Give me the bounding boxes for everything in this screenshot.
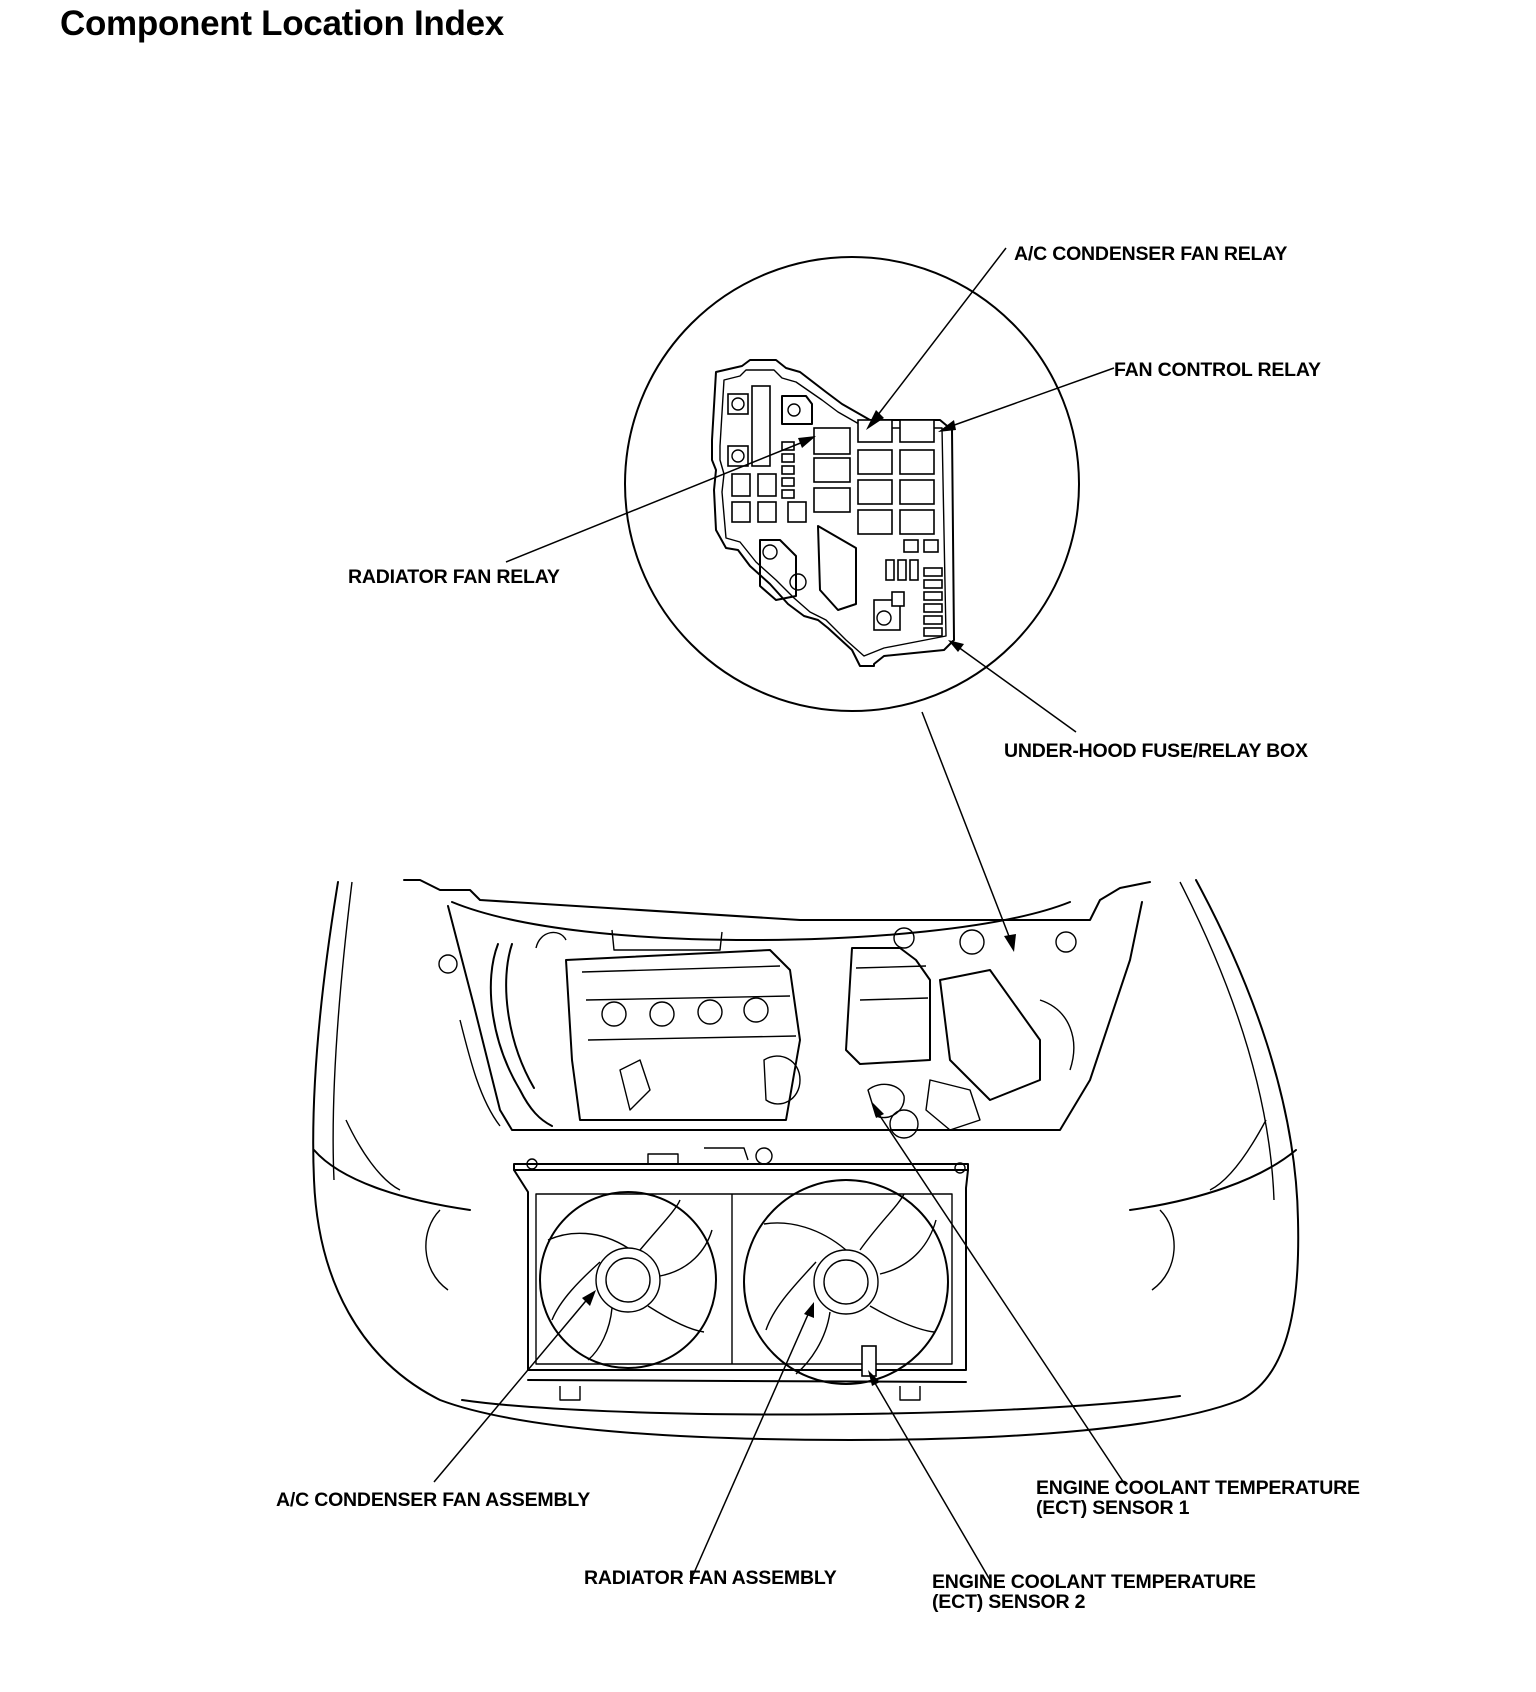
label-ac-condenser-fan-assembly: A/C CONDENSER FAN ASSEMBLY: [276, 1489, 591, 1511]
label-fan-control-relay: FAN CONTROL RELAY: [1114, 359, 1321, 381]
label-radiator-fan-assembly: RADIATOR FAN ASSEMBLY: [584, 1567, 837, 1589]
label-ect-sensor-2-line2: (ECT) SENSOR 2: [932, 1591, 1086, 1613]
label-ac-condenser-fan-relay: A/C CONDENSER FAN RELAY: [1014, 243, 1288, 265]
label-under-hood-fuse-relay-box: UNDER-HOOD FUSE/RELAY BOX: [1004, 740, 1308, 762]
label-ect-sensor-2-line1: ENGINE COOLANT TEMPERATURE: [932, 1571, 1256, 1593]
label-ect-sensor-1: ENGINE COOLANT TEMPERATURE (ECT) SENSOR …: [1036, 1478, 1360, 1518]
label-radiator-fan-relay: RADIATOR FAN RELAY: [348, 566, 560, 588]
leader-lines: [433, 247, 1127, 1583]
vehicle-front-illustration: [312, 879, 1300, 1441]
label-ect-sensor-2: ENGINE COOLANT TEMPERATURE (ECT) SENSOR …: [932, 1572, 1256, 1612]
label-ect-sensor-1-line2: (ECT) SENSOR 1: [1036, 1497, 1190, 1519]
fuse-relay-box-detail: [624, 256, 1080, 712]
page-title: Component Location Index: [60, 4, 504, 43]
label-ect-sensor-1-line1: ENGINE COOLANT TEMPERATURE: [1036, 1477, 1360, 1499]
